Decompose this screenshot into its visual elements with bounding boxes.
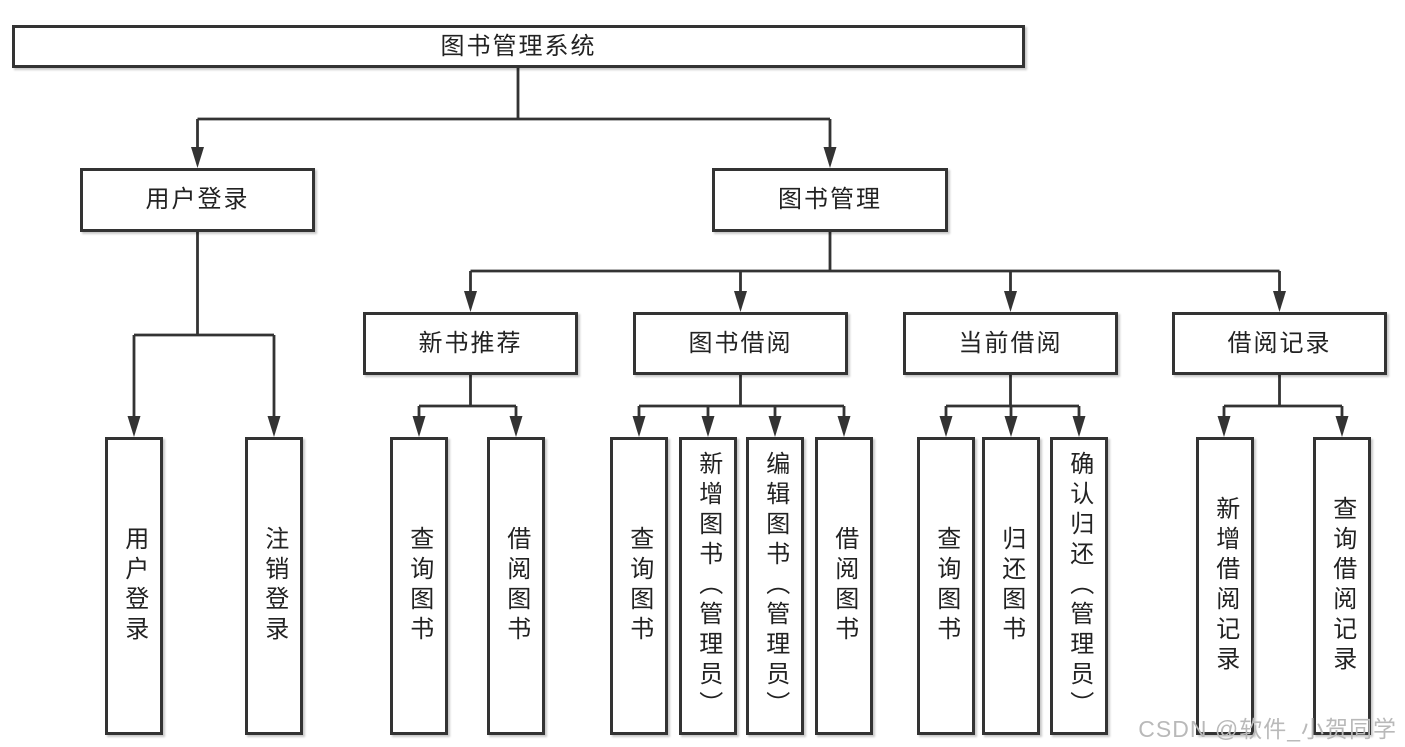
arrowhead-icon	[464, 291, 477, 312]
node-current-borrowing-label: 当前借阅	[958, 329, 1063, 357]
arrowhead-icon	[701, 416, 715, 437]
leaf-add-books-admin: 新增图书（管理员）	[679, 437, 737, 735]
leaf-confirm-return-admin: 确认归还（管理员）	[1050, 437, 1108, 735]
node-root: 图书管理系统	[12, 25, 1025, 68]
node-new-book-recommendation: 新书推荐	[363, 312, 578, 375]
leaf-confirm-return-admin-label: 确认归还（管理员）	[1065, 451, 1093, 721]
node-borrowing-records-label: 借阅记录	[1227, 329, 1332, 357]
arrowhead-icon	[632, 416, 646, 437]
arrowhead-icon	[939, 416, 953, 437]
arrowhead-icon	[823, 147, 837, 168]
leaf-query-borrow-record: 查询借阅记录	[1313, 437, 1371, 735]
node-new-book-recommendation-label: 新书推荐	[418, 329, 523, 357]
node-book-borrowing-label: 图书借阅	[688, 329, 793, 357]
arrowhead-icon	[1335, 416, 1349, 437]
leaf-query-books-recommend-label: 查询图书	[405, 526, 433, 646]
leaf-borrow-books-recommend: 借阅图书	[487, 437, 545, 735]
leaf-user-login: 用户登录	[105, 437, 163, 735]
node-current-borrowing: 当前借阅	[903, 312, 1118, 375]
node-root-label: 图书管理系统	[440, 32, 597, 60]
leaf-add-borrow-record-label: 新增借阅记录	[1211, 496, 1239, 676]
leaf-query-books-current-label: 查询图书	[932, 526, 960, 646]
leaf-add-books-admin-label: 新增图书（管理员）	[694, 451, 722, 721]
leaf-borrow-books-borrowing-label: 借阅图书	[830, 526, 858, 646]
leaf-query-borrow-record-label: 查询借阅记录	[1328, 496, 1356, 676]
arrowhead-icon	[1072, 416, 1086, 437]
arrowhead-icon	[267, 416, 281, 437]
node-book-management-label: 图书管理	[778, 186, 882, 213]
leaf-logout-label: 注销登录	[260, 526, 288, 646]
leaf-query-books-borrowing-label: 查询图书	[625, 526, 653, 646]
node-user-login-label: 用户登录	[145, 186, 250, 213]
node-user-login: 用户登录	[80, 168, 315, 232]
node-book-management: 图书管理	[712, 168, 948, 232]
node-borrowing-records: 借阅记录	[1172, 312, 1387, 375]
arrowhead-icon	[734, 291, 747, 312]
leaf-edit-books-admin: 编辑图书（管理员）	[746, 437, 804, 735]
arrowhead-icon	[127, 416, 141, 437]
leaf-query-books-current: 查询图书	[917, 437, 975, 735]
leaf-edit-books-admin-label: 编辑图书（管理员）	[761, 451, 789, 721]
leaf-borrow-books-recommend-label: 借阅图书	[502, 526, 530, 646]
leaf-add-borrow-record: 新增借阅记录	[1196, 437, 1254, 735]
leaf-query-books-recommend: 查询图书	[390, 437, 448, 735]
arrowhead-icon	[191, 147, 204, 168]
leaf-user-login-label: 用户登录	[120, 526, 148, 646]
arrowhead-icon	[837, 416, 851, 437]
arrowhead-icon	[1273, 291, 1286, 312]
leaf-query-books-borrowing: 查询图书	[610, 437, 668, 735]
arrowhead-icon	[768, 416, 782, 437]
leaf-return-books-label: 归还图书	[997, 526, 1025, 646]
leaf-return-books: 归还图书	[982, 437, 1040, 735]
arrowhead-icon	[1004, 416, 1018, 437]
arrowhead-icon	[1217, 416, 1231, 437]
arrowhead-icon	[412, 416, 426, 437]
arrowhead-icon	[509, 416, 523, 437]
watermark: CSDN @软件_小贺同学	[1138, 716, 1397, 742]
leaf-borrow-books-borrowing: 借阅图书	[815, 437, 873, 735]
arrowhead-icon	[1004, 291, 1017, 312]
node-book-borrowing: 图书借阅	[633, 312, 848, 375]
leaf-logout: 注销登录	[245, 437, 303, 735]
